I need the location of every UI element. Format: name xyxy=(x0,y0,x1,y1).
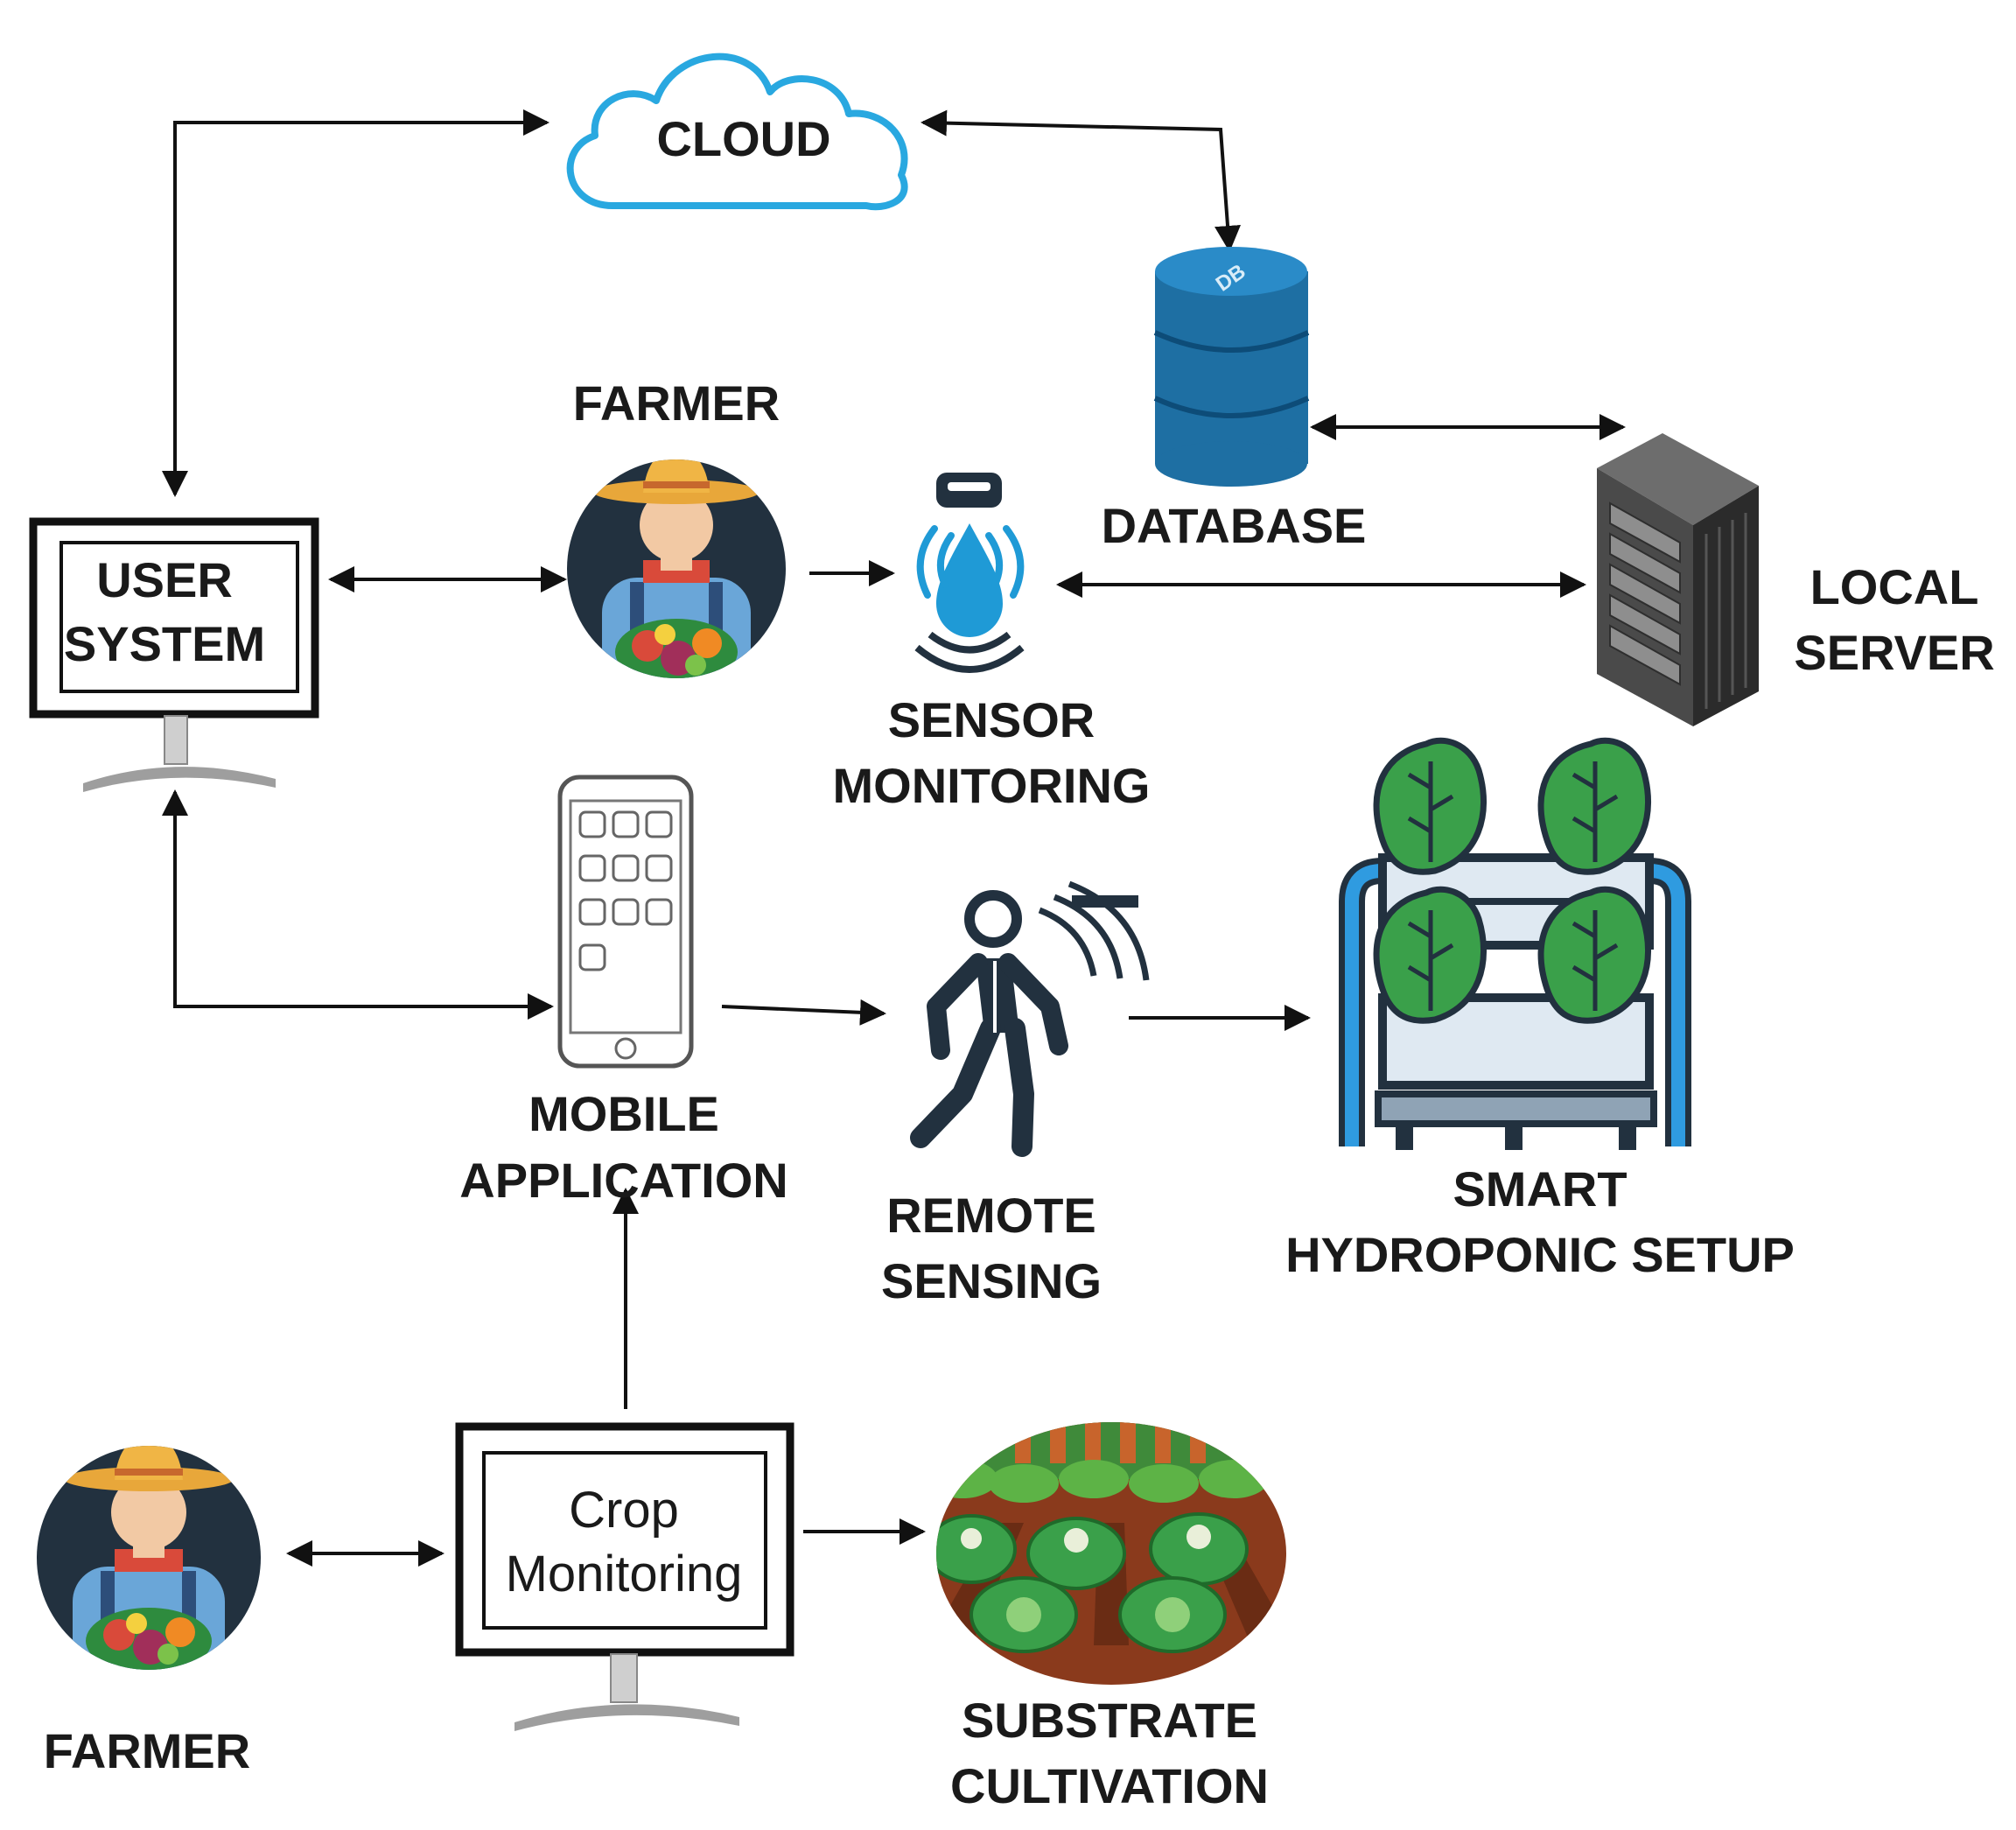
computer-icon xyxy=(29,517,319,792)
local-server-label-line2: SERVER xyxy=(1794,625,1994,680)
hydroponic-icon xyxy=(1339,737,1691,1150)
remote-label-line1: REMOTE xyxy=(886,1188,1096,1243)
mobile-remote-arrow xyxy=(721,999,886,1026)
sensor-label-line2: MONITORING xyxy=(833,758,1151,813)
crop-label-line2: Monitoring xyxy=(506,1546,743,1602)
cloud-user-system-arrow xyxy=(162,109,550,497)
cloud-label: CLOUD xyxy=(656,111,830,166)
local-server-label-line1: LOCAL xyxy=(1810,559,1979,614)
farmer-bottom-label: FARMER xyxy=(44,1723,250,1778)
database-icon: DB xyxy=(1153,247,1310,487)
farmer-top-node: FARMER xyxy=(567,375,786,678)
sensor-icon xyxy=(914,473,1025,673)
farmer-icon xyxy=(567,459,786,678)
cloud-node: CLOUD xyxy=(566,53,908,211)
sensor-node: SENSOR MONITORING xyxy=(833,473,1151,813)
sensor-label-line1: SENSOR xyxy=(888,692,1096,747)
farmer-bottom-node: FARMER xyxy=(37,1446,261,1778)
hydroponic-label-line1: SMART xyxy=(1452,1161,1627,1216)
server-icon xyxy=(1597,433,1759,726)
user-mobile-arrow xyxy=(162,789,554,1020)
farmer-top-label: FARMER xyxy=(573,375,780,431)
hydroponic-label-line2: HYDROPONIC SETUP xyxy=(1285,1227,1795,1282)
database-node: DB DATABASE xyxy=(1102,247,1367,553)
mobile-label-line1: MOBILE xyxy=(528,1086,719,1141)
mobile-node: MOBILE APPLICATION xyxy=(459,775,788,1208)
hydroponic-node: SMART HYDROPONIC SETUP xyxy=(1285,737,1795,1282)
computer-icon xyxy=(455,1422,794,1731)
substrate-label-line1: SUBSTRATE xyxy=(962,1693,1257,1748)
cloud-database-arrow xyxy=(920,109,1241,252)
cloud-icon xyxy=(566,53,908,211)
crop-label-line1: Crop xyxy=(569,1482,679,1539)
connectors xyxy=(162,109,1626,1567)
user-system-node: USER SYSTEM xyxy=(29,517,319,792)
local-server-node: LOCAL SERVER xyxy=(1597,433,1995,726)
remote-node: REMOTE SENSING xyxy=(881,880,1150,1308)
remote-label-line2: SENSING xyxy=(881,1253,1102,1308)
mobile-label-line2: APPLICATION xyxy=(459,1153,788,1208)
farmer-icon xyxy=(37,1446,261,1670)
crop-monitoring-node: Crop Monitoring xyxy=(455,1422,794,1731)
substrate-node: SUBSTRATE CULTIVATION xyxy=(936,1422,1286,1813)
substrate-label-line2: CULTIVATION xyxy=(950,1758,1269,1813)
user-system-label-line1: USER xyxy=(96,552,233,607)
database-label: DATABASE xyxy=(1102,498,1367,553)
mobile-icon xyxy=(557,775,694,1069)
user-system-label-line2: SYSTEM xyxy=(64,616,265,671)
substrate-icon xyxy=(936,1422,1286,1685)
person-icon xyxy=(910,880,1150,1157)
